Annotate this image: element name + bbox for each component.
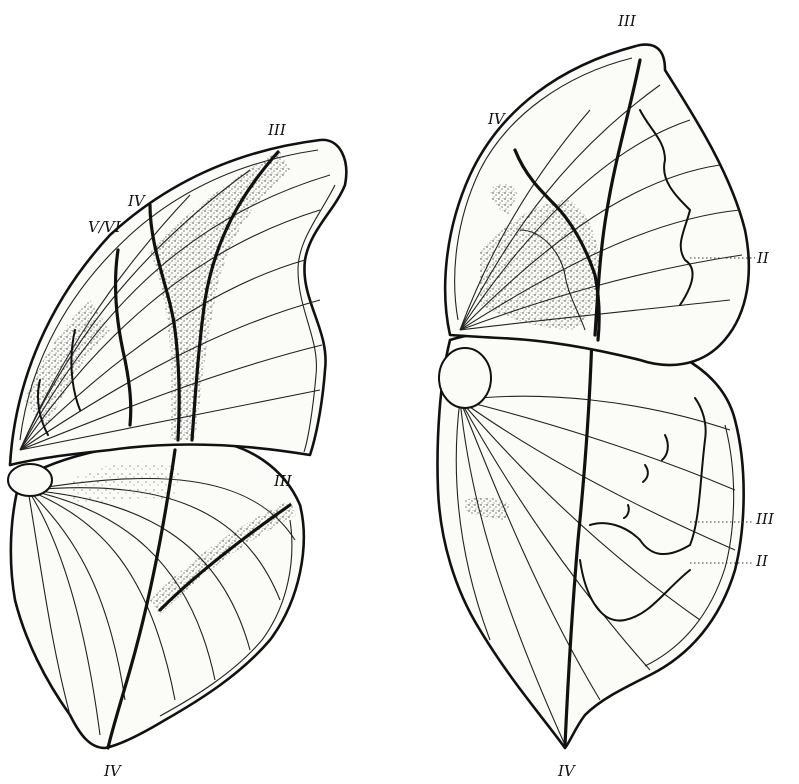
right-wing-drawing <box>438 45 749 748</box>
label-right-hindwing-III: III <box>755 510 775 528</box>
label-left-hindwing-III: III <box>273 472 293 490</box>
label-left-hindwing-IV: IV <box>103 762 123 780</box>
label-left-forewing-III: III <box>267 121 287 139</box>
label-right-hindwing-IV: IV <box>557 762 577 780</box>
label-right-forewing-IV: IV <box>487 110 507 128</box>
left-wing-drawing <box>8 140 346 748</box>
label-right-hindwing-II: II <box>755 552 769 570</box>
label-right-forewing-II: II <box>756 249 770 267</box>
label-right-forewing-III: III <box>617 12 637 30</box>
right-wing-base <box>439 348 491 408</box>
left-wing-base <box>8 464 52 496</box>
label-left-forewing-V-VI: V/VI <box>88 218 122 236</box>
label-left-forewing-IV: IV <box>127 192 147 210</box>
